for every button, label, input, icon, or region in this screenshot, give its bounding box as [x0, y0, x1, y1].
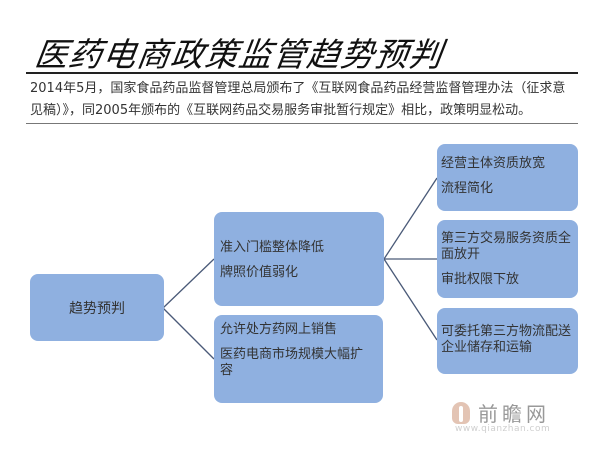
leaf-node-third-party-trading: 第三方交易服务资质全面放开 审批权限下放 — [437, 220, 578, 298]
node-text: 准入门槛整体降低 — [220, 240, 325, 255]
node-text: 牌照价值弱化 — [220, 265, 299, 280]
node-text: 允许处方药网上销售 — [220, 322, 338, 337]
node-text: 经营主体资质放宽 — [441, 156, 546, 171]
intro-paragraph: 2014年5月，国家食品药品监督管理总局颁布了《互联网食品药品经营监督管理办法（… — [30, 81, 566, 118]
root-node: 趋势预判 — [30, 274, 164, 341]
branch-node-entry-threshold: 准入门槛整体降低 牌照价值弱化 — [214, 212, 384, 306]
intro-divider — [26, 123, 578, 124]
title-divider — [26, 72, 578, 74]
watermark-brand: 前瞻网 — [478, 402, 550, 426]
watermark-url: www.qianzhan.com — [455, 424, 551, 434]
node-text: 流程简化 — [441, 181, 494, 196]
leaf-node-logistics: 可委托第三方物流配送企业储存和运输 — [437, 308, 578, 374]
tower-icon — [452, 401, 470, 424]
node-text: 可委托第三方物流配送企业储存和运输 — [441, 324, 572, 355]
node-text: 第三方交易服务资质全面放开 — [441, 231, 572, 262]
watermark-logo: 前瞻网 — [452, 398, 550, 427]
root-label: 趋势预判 — [69, 300, 125, 317]
node-text: 审批权限下放 — [441, 272, 520, 287]
node-text: 医药电商市场规模大幅扩容 — [220, 347, 364, 378]
branch-node-prescription-sales: 允许处方药网上销售 医药电商市场规模大幅扩容 — [214, 315, 383, 403]
leaf-node-qualification: 经营主体资质放宽 流程简化 — [437, 144, 578, 211]
